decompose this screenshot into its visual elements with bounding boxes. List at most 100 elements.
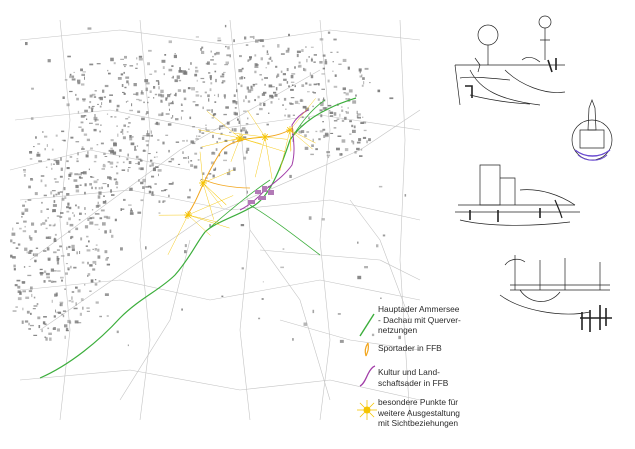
building	[287, 114, 291, 118]
legend-symbol-purple	[359, 365, 376, 387]
building	[40, 210, 43, 213]
building	[200, 95, 202, 98]
building	[205, 124, 207, 126]
building	[53, 270, 57, 272]
building	[124, 86, 127, 89]
building	[35, 247, 39, 249]
building	[174, 79, 178, 83]
building	[302, 105, 307, 109]
building	[43, 250, 47, 252]
building	[71, 300, 74, 303]
building	[253, 84, 255, 87]
building	[182, 140, 185, 142]
building	[104, 84, 109, 88]
building	[114, 116, 117, 118]
building	[361, 74, 363, 77]
building	[280, 53, 285, 55]
building	[360, 148, 363, 151]
building	[96, 144, 99, 146]
building	[101, 168, 105, 170]
building	[329, 110, 331, 112]
building	[243, 110, 247, 113]
building	[80, 68, 83, 72]
building	[17, 285, 21, 289]
building	[43, 194, 47, 197]
building	[93, 128, 97, 132]
building	[30, 286, 33, 290]
building	[44, 148, 46, 151]
sight-line	[279, 129, 291, 171]
orange-sport-artery-branch	[204, 179, 251, 189]
building	[354, 151, 357, 154]
building	[209, 88, 212, 92]
building	[226, 54, 230, 57]
building	[181, 110, 184, 112]
building	[150, 187, 152, 189]
building	[125, 76, 130, 79]
building	[35, 136, 37, 139]
building	[107, 161, 111, 163]
building	[64, 196, 67, 199]
building	[66, 246, 68, 250]
building	[364, 266, 368, 269]
building	[232, 140, 235, 144]
building	[127, 344, 129, 347]
building	[237, 82, 240, 85]
building	[202, 81, 206, 83]
building	[259, 39, 264, 42]
building	[250, 87, 254, 92]
building	[213, 63, 217, 65]
building	[98, 191, 102, 195]
building	[310, 153, 314, 156]
building	[44, 336, 47, 338]
building	[283, 78, 287, 81]
building	[30, 324, 34, 327]
building	[345, 92, 349, 96]
building	[45, 227, 48, 230]
building	[349, 133, 352, 135]
building	[75, 93, 77, 96]
building	[212, 134, 214, 139]
building	[75, 184, 79, 189]
building	[207, 94, 210, 98]
building	[54, 223, 56, 226]
building	[256, 64, 259, 66]
building	[209, 75, 212, 79]
building	[339, 154, 343, 156]
building	[81, 128, 84, 132]
building	[119, 149, 122, 152]
building	[96, 63, 101, 65]
building	[301, 49, 304, 52]
building	[48, 259, 51, 261]
building	[146, 144, 149, 147]
building	[81, 261, 85, 264]
building	[54, 233, 57, 236]
building	[42, 222, 46, 225]
building	[68, 230, 71, 233]
building	[31, 222, 35, 226]
building	[241, 267, 244, 270]
legend-symbol-orange	[364, 342, 369, 357]
building	[319, 101, 324, 105]
building	[28, 322, 30, 326]
building	[294, 85, 296, 88]
building	[99, 217, 103, 220]
building	[120, 247, 123, 251]
building	[38, 325, 41, 329]
building	[256, 113, 259, 115]
building	[147, 96, 150, 98]
building	[94, 279, 97, 281]
building	[235, 101, 238, 105]
building	[200, 77, 205, 80]
sketch-footbridge	[499, 255, 612, 332]
building	[55, 193, 58, 196]
building	[308, 216, 312, 220]
building	[148, 153, 151, 155]
building	[170, 158, 175, 161]
building	[313, 83, 317, 86]
building	[109, 229, 112, 233]
building	[79, 184, 82, 186]
building	[254, 99, 256, 102]
building	[62, 314, 65, 318]
sight-line	[187, 214, 211, 236]
